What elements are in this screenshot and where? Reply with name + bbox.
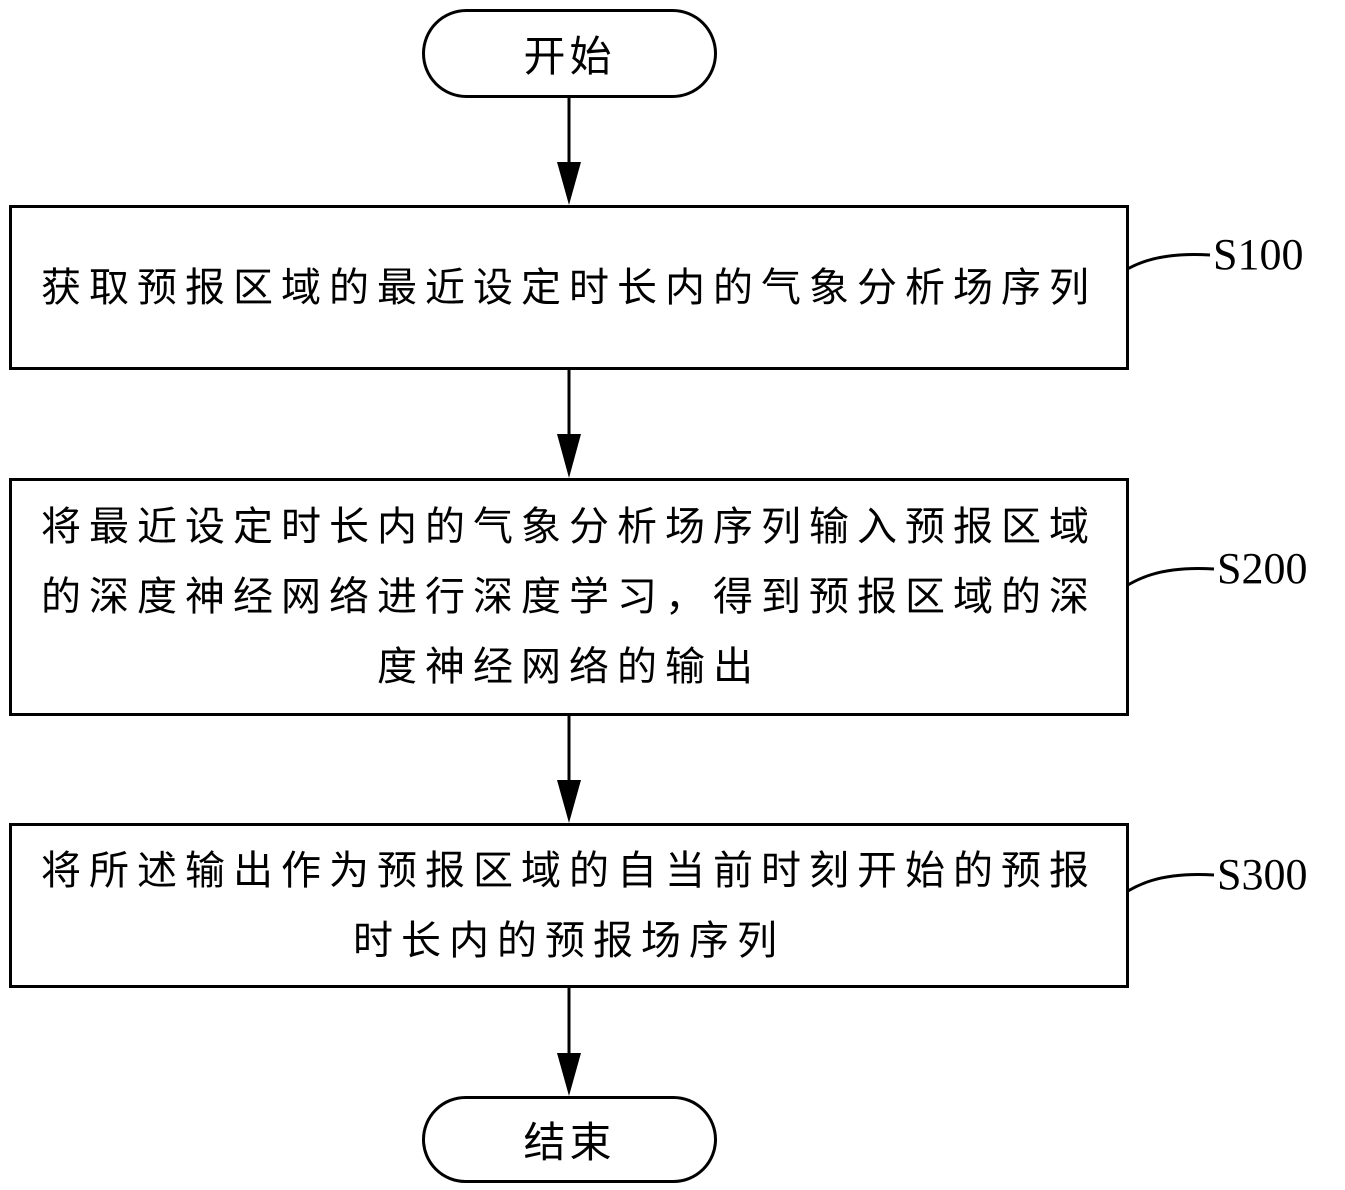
step-id-s300: S300: [1217, 853, 1307, 897]
start-terminal: 开始: [422, 9, 717, 98]
end-label: 结束: [523, 1109, 615, 1170]
end-terminal: 结束: [422, 1096, 717, 1183]
step-box-s300: 将所述输出作为预报区域的自当前时刻开始的预报时长内的预报场序列: [9, 823, 1129, 988]
arrow-s200-to-s300: [557, 716, 581, 823]
arrow-start-to-s100: [557, 98, 581, 205]
step-text-s100: 获取预报区域的最近设定时长内的气象分析场序列: [41, 253, 1097, 323]
step-text-s300: 将所述输出作为预报区域的自当前时刻开始的预报时长内的预报场序列: [34, 836, 1104, 976]
step-id-s100: S100: [1213, 233, 1303, 277]
step-text-s200: 将最近设定时长内的气象分析场序列输入预报区域的深度神经网络进行深度学习，得到预报…: [34, 492, 1104, 702]
arrow-s100-to-s200: [557, 370, 581, 478]
step-box-s100: 获取预报区域的最近设定时长内的气象分析场序列: [9, 205, 1129, 370]
arrow-s300-to-end: [557, 988, 581, 1096]
step-id-s200: S200: [1217, 547, 1307, 591]
step-box-s200: 将最近设定时长内的气象分析场序列输入预报区域的深度神经网络进行深度学习，得到预报…: [9, 478, 1129, 716]
start-label: 开始: [523, 23, 615, 84]
